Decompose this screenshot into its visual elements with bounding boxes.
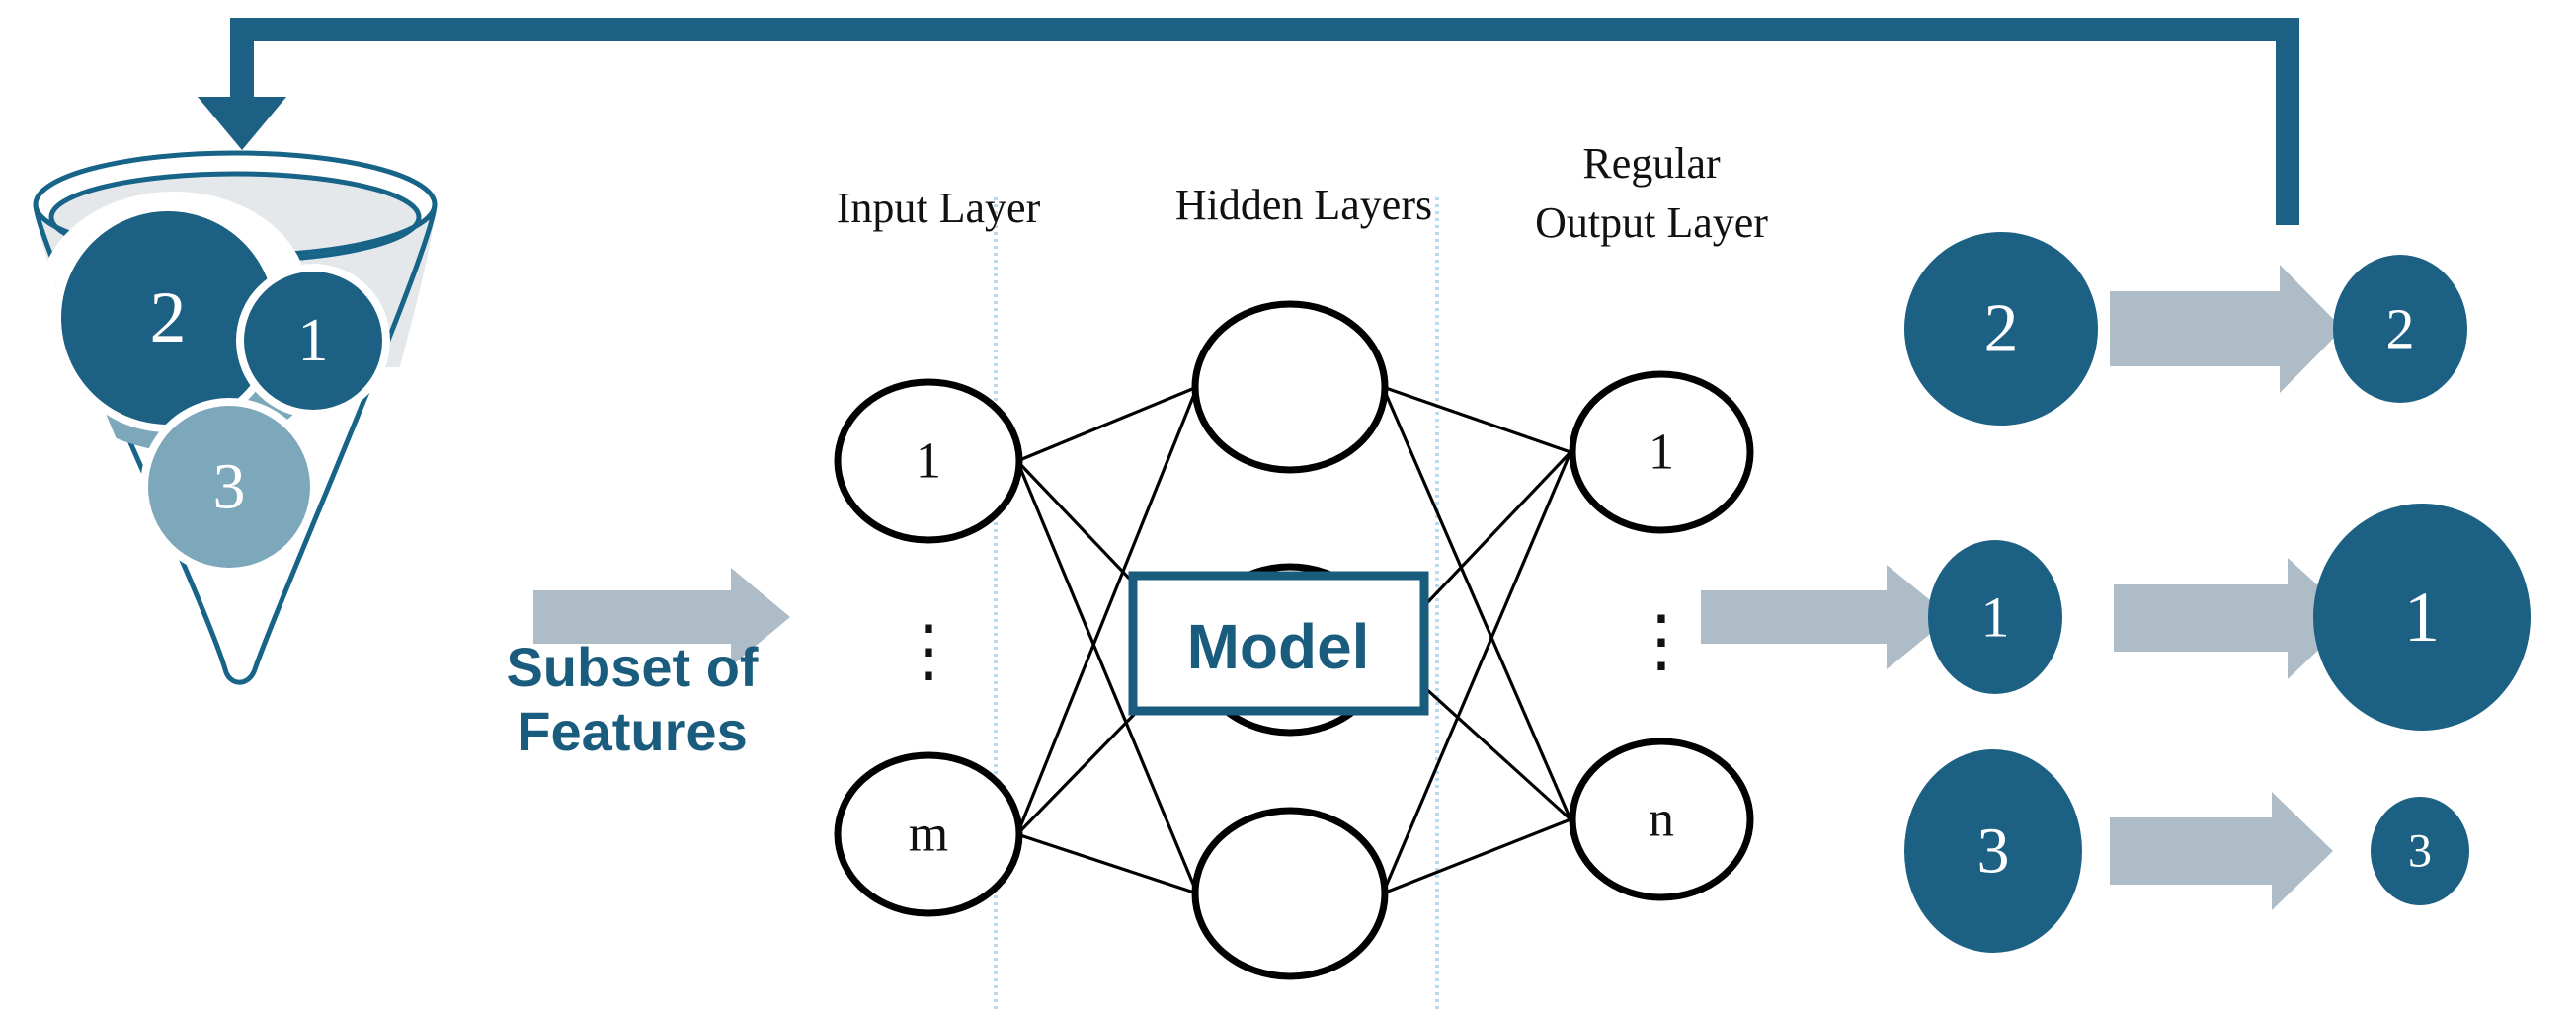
result-row-3-source-label: 3 (1977, 816, 2010, 888)
result-row-1-source-label: 1 (1981, 585, 2010, 650)
result-row-1-target-bubble (2313, 504, 2531, 731)
output-node-n-label: n (1649, 792, 1674, 848)
label-input-layer: Input Layer (837, 184, 1041, 232)
output-node-n (1569, 738, 1754, 901)
result-row-3-target-bubble (2371, 797, 2469, 905)
feature-funnel: 2 1 3 (33, 150, 438, 685)
result-row-2-source-label: 2 (1984, 291, 2019, 367)
output-layer-ellipsis: ⋮ (1627, 604, 1696, 680)
bubble-1-label: 1 (298, 307, 329, 374)
bubble-1 (244, 272, 382, 410)
result-row-3: 3 3 (1904, 749, 2469, 953)
output-node-1 (1569, 370, 1754, 534)
result-row-2-arrow (2110, 265, 2343, 393)
result-row-1-source-bubble (1928, 540, 2062, 694)
result-row-1: 1 1 (1928, 504, 2531, 731)
bubble-3-label: 3 (213, 451, 246, 523)
output-layer: 1 ⋮ n (1569, 370, 1754, 901)
hidden-node-1 (1191, 300, 1389, 474)
result-row-2-target-bubble (2333, 255, 2467, 403)
input-node-m-label: m (909, 807, 948, 863)
result-row-2-target-label: 2 (2386, 297, 2415, 361)
input-node-m (834, 751, 1023, 917)
input-node-1-label: 1 (916, 433, 941, 490)
subset-arrow (533, 568, 790, 666)
callout-line-2: Features (517, 700, 747, 762)
model-box-label: Model (1187, 611, 1370, 682)
result-row-2: 2 2 (1904, 232, 2467, 426)
result-row-2-source-bubble (1904, 232, 2098, 426)
input-layer-ellipsis: ⋮ (894, 614, 963, 690)
label-output-line-2: Output Layer (1535, 198, 1768, 247)
bubble-2 (61, 211, 275, 425)
label-output-line-1: Regular (1582, 139, 1721, 188)
output-to-results-arrow (1701, 565, 1951, 669)
result-row-3-target-label: 3 (2408, 825, 2432, 878)
result-row-1-target-label: 1 (2404, 578, 2440, 657)
bubble-3 (148, 406, 310, 568)
result-row-1-arrow (2114, 558, 2353, 679)
result-row-3-source-bubble (1904, 749, 2082, 953)
output-node-1-label: 1 (1649, 425, 1674, 481)
input-layer: 1 ⋮ m (834, 378, 1023, 917)
result-row-3-arrow (2110, 792, 2333, 910)
hidden-node-3 (1191, 807, 1389, 980)
input-node-1 (834, 378, 1023, 544)
feedback-loop (198, 18, 2299, 225)
label-hidden-layers: Hidden Layers (1175, 181, 1432, 229)
model-box: Model (1128, 571, 1429, 716)
bubble-2-label: 2 (150, 277, 187, 358)
callout-line-1: Subset of (506, 636, 758, 698)
